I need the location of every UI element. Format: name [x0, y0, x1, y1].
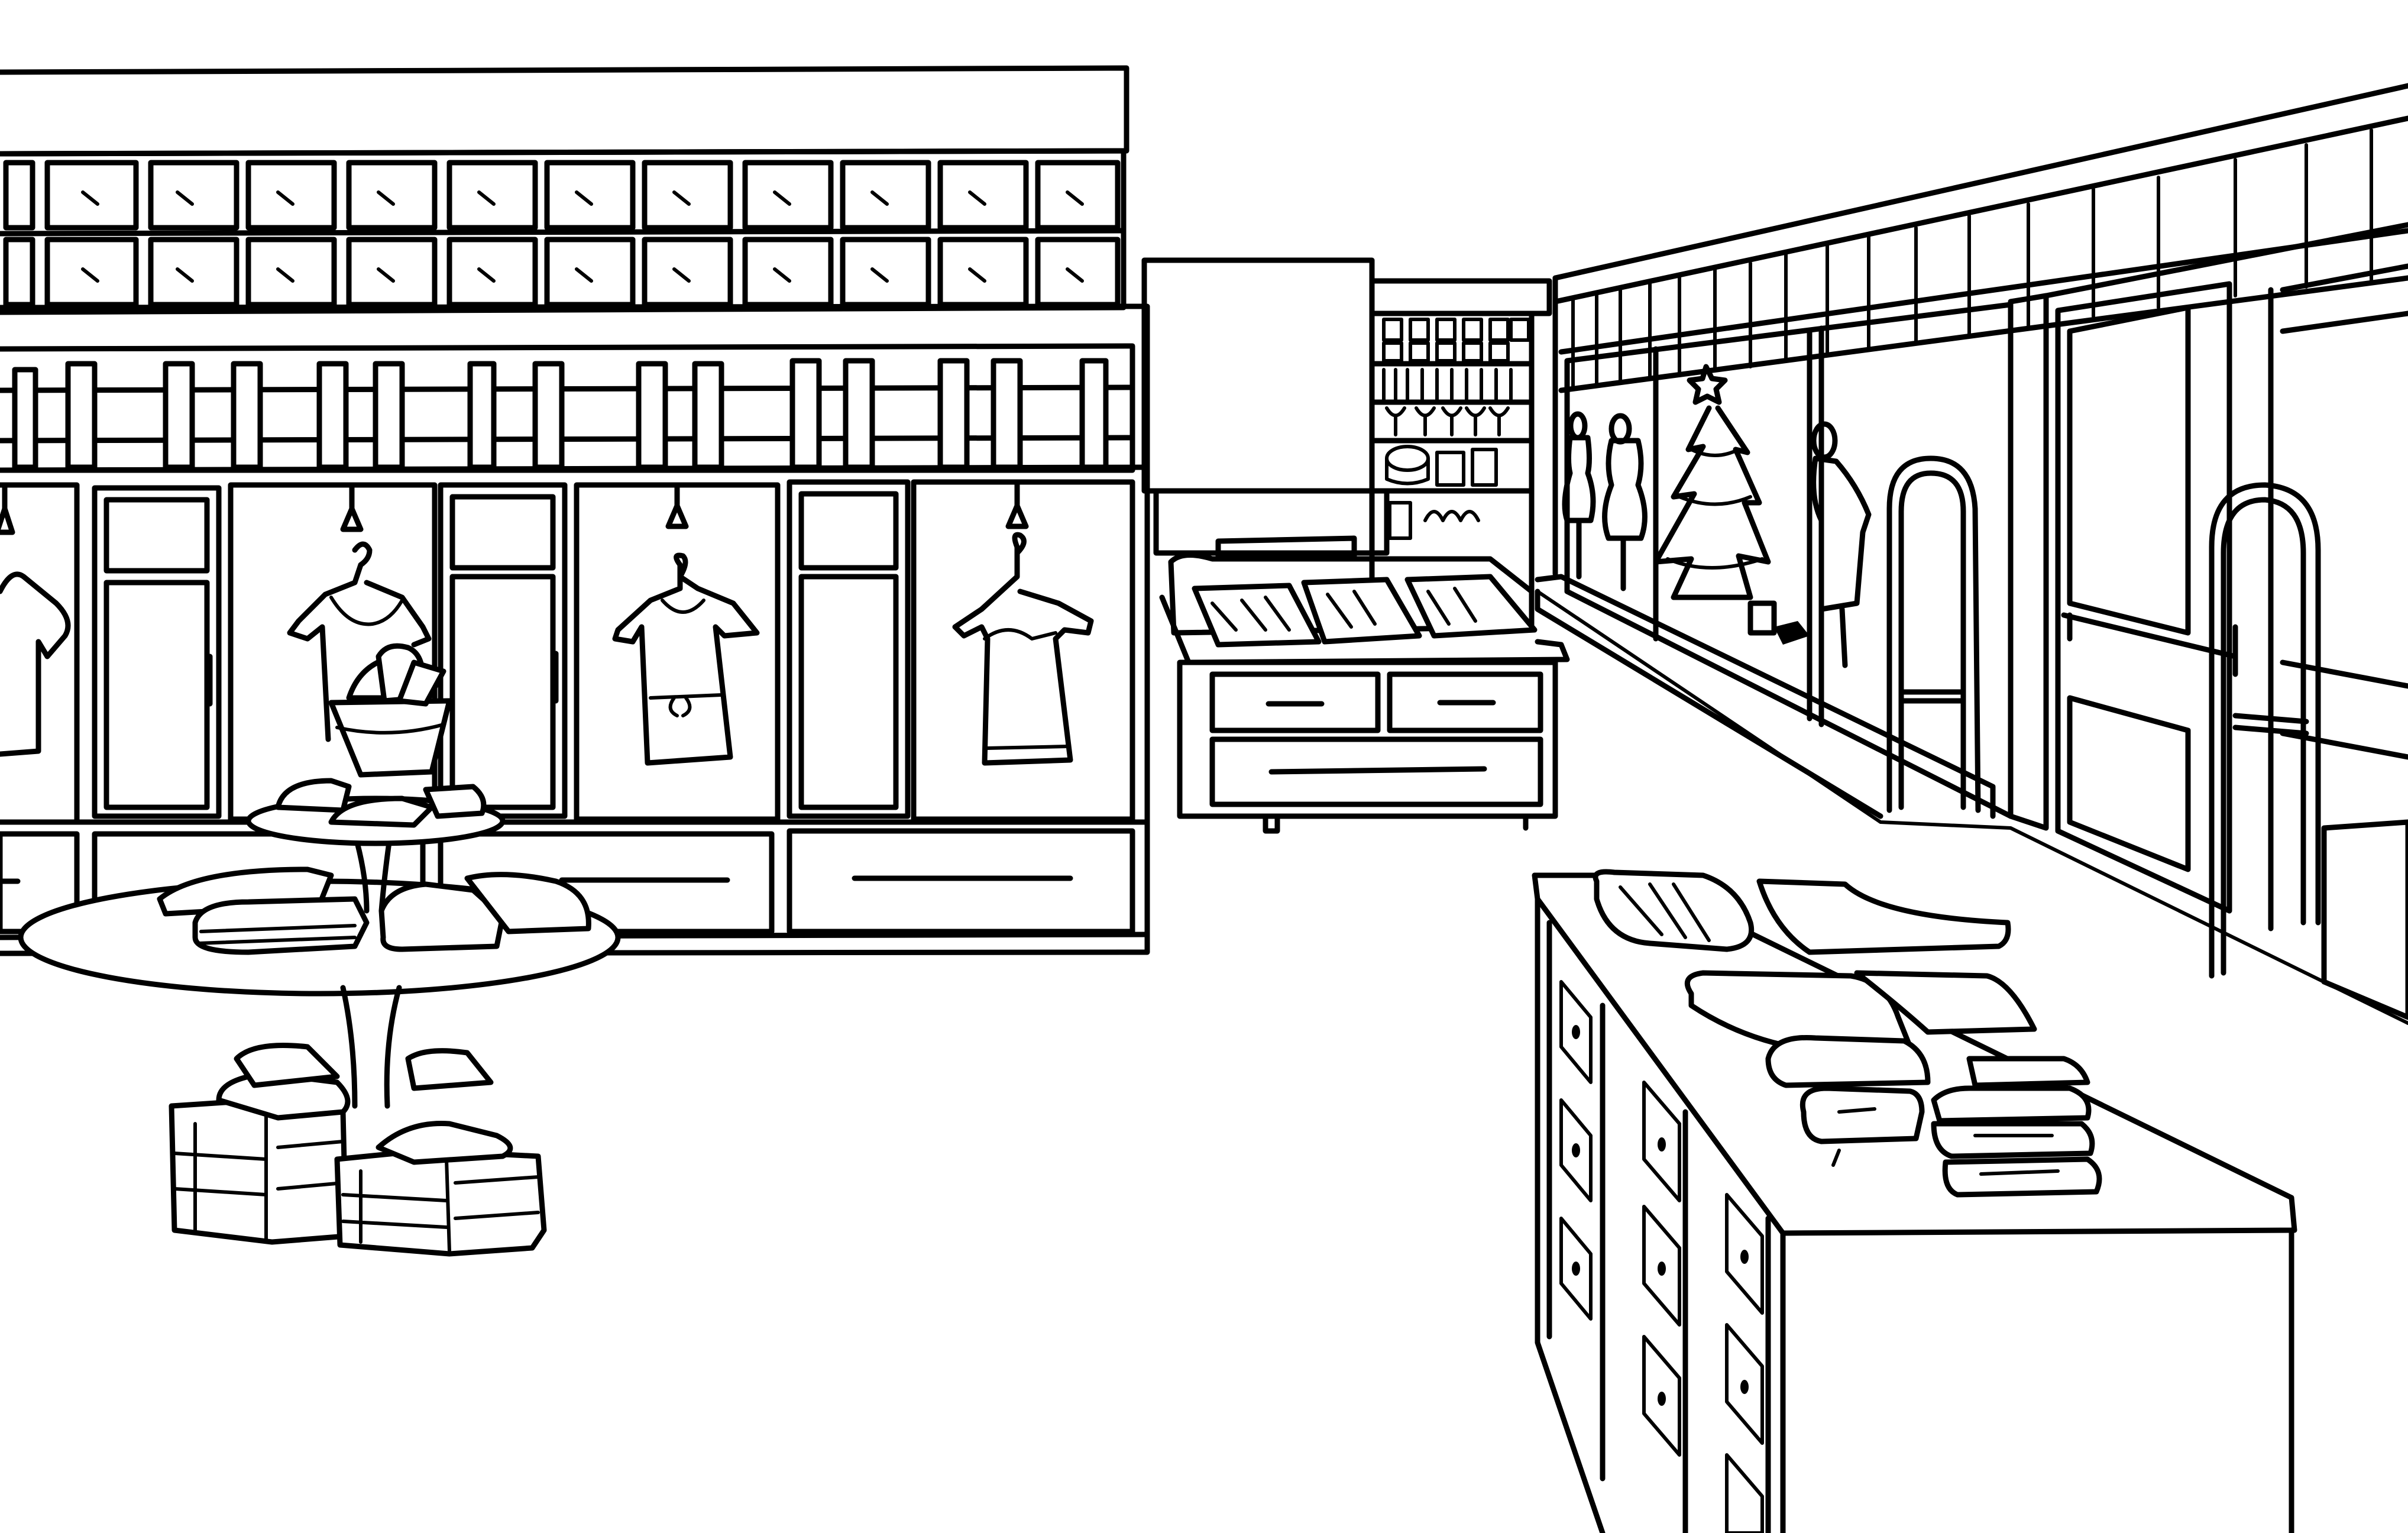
- mannequin-icon: [1562, 411, 1872, 668]
- garment-tshirt: [0, 571, 71, 757]
- wooden-crate: [234, 1043, 547, 1257]
- christmas-tree-icon: [1653, 364, 1810, 645]
- center-counter: [1153, 488, 1570, 834]
- right-display-table: [1532, 869, 2297, 1533]
- floor-line: [1536, 590, 2408, 1025]
- garment-camisole: [952, 532, 1094, 766]
- entry-doors: [2008, 222, 2408, 932]
- garment-blouse: [287, 541, 432, 742]
- pendant-light-icon: [0, 479, 1029, 535]
- storefront-wall: [1535, 83, 2408, 1020]
- garment-tunic: [612, 552, 760, 766]
- security-gate: [1886, 455, 2408, 1020]
- round-display-table: [18, 643, 621, 1109]
- back-shelving: [1141, 257, 1552, 594]
